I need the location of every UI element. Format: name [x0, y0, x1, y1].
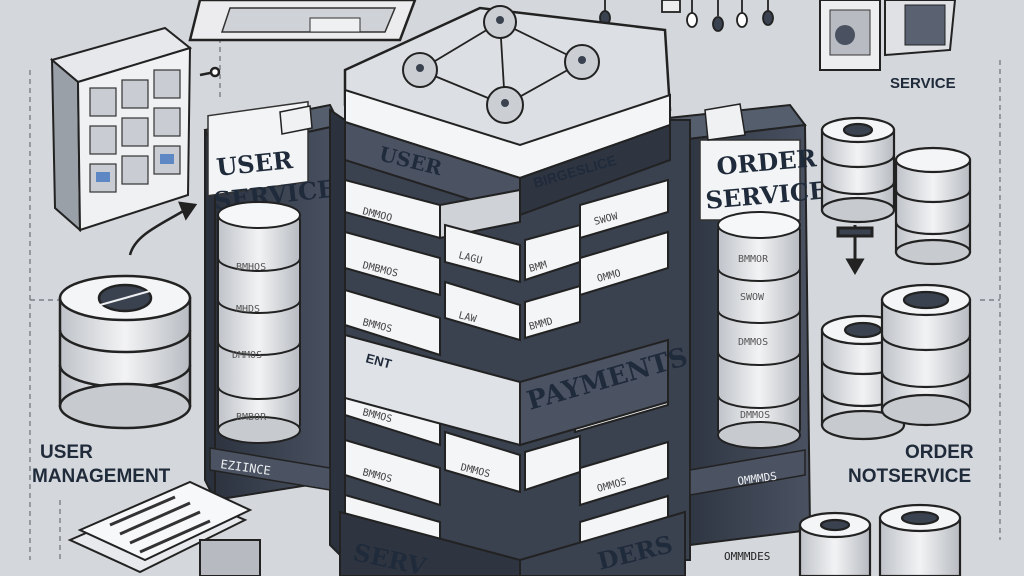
service-document-icon — [819, 0, 957, 71]
order-notservice-label: ORDER NOTSERVICE — [848, 442, 979, 487]
right-bottom-databases-icon — [820, 283, 972, 441]
left-block-footer — [209, 447, 331, 491]
center-blocks — [344, 178, 669, 560]
laptop-icon — [188, 0, 417, 42]
arrow-right-icon — [128, 66, 221, 256]
svg-text:BMHOS: BMHOS — [236, 262, 266, 273]
svg-text:SWOW: SWOW — [740, 292, 765, 303]
ghost-label: ENT — [364, 350, 393, 371]
bottom-band — [339, 510, 686, 576]
document-stack-icon — [67, 480, 261, 576]
svg-text:DMMOS: DMMOS — [740, 410, 770, 421]
right-top-databases-icon — [820, 116, 972, 266]
svg-text:BMMOR: BMMOR — [738, 254, 769, 265]
payments-band — [344, 333, 669, 447]
lock-badge-icon — [704, 103, 746, 141]
svg-text:DMMOS: DMMOS — [232, 350, 262, 361]
network-graph — [402, 5, 600, 124]
svg-text:MHDS: MHDS — [236, 304, 260, 315]
svg-text:BMM: BMM — [528, 260, 548, 275]
right-cylinder-stack — [717, 211, 801, 449]
left-cylinder-stack — [217, 201, 301, 444]
service-top-right-label: SERVICE — [890, 75, 956, 92]
server-rack-icon — [49, 26, 193, 233]
order-service-label-card — [699, 139, 801, 221]
down-arrow-icon — [836, 225, 874, 275]
user-badge-icon — [279, 105, 313, 135]
dashed-connectors — [29, 20, 1001, 560]
left-cylinder-tags: BMHOS MHDS DMMOS BMBOR — [232, 262, 267, 423]
right-block-footer-label: OMMMDS — [737, 470, 778, 488]
svg-text:DMMOS: DMMOS — [738, 337, 768, 348]
user-management-label: USER MANAGEMENT — [32, 442, 171, 487]
key-tags-icon — [599, 0, 774, 32]
bottom-right-caption: OMMMDES — [724, 550, 770, 563]
right-cylinder-tags: BMMOR SWOW DMMOS DMMOS — [738, 254, 770, 421]
svg-text:BMBOR: BMBOR — [236, 412, 267, 423]
right-block-footer — [689, 449, 806, 496]
bottom-right-databases-icon — [798, 503, 962, 576]
svg-text:LAW: LAW — [457, 310, 478, 325]
user-management-database-icon — [58, 274, 192, 430]
left-block-footer-label: EZIINCE — [220, 457, 272, 478]
